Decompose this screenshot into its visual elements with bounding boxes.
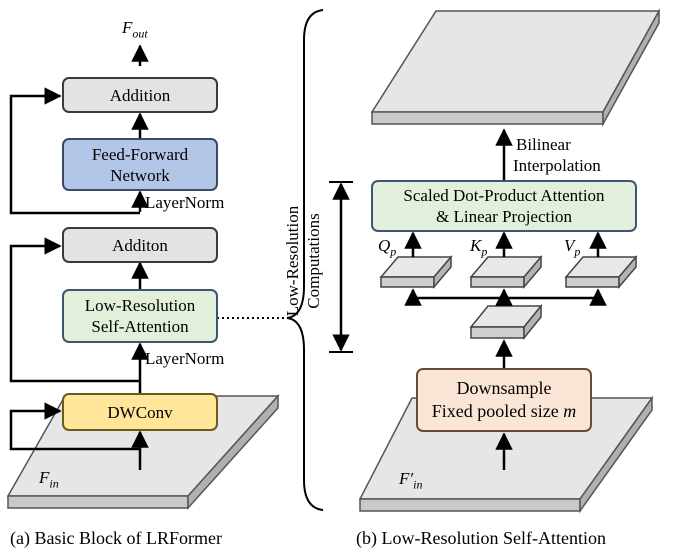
f-out-label: Fout bbox=[122, 18, 148, 41]
span-ticks bbox=[329, 181, 353, 353]
layernorm-bottom-label: LayerNorm bbox=[145, 349, 225, 368]
attention-label-line1: Scaled Dot-Product Attention bbox=[403, 186, 605, 205]
lowres-line1: Low-Resolution bbox=[283, 205, 302, 317]
lowres-line2: Computations bbox=[304, 213, 323, 309]
v-label: Vp bbox=[564, 236, 581, 259]
right-arrows bbox=[332, 128, 607, 470]
v-block bbox=[564, 254, 638, 290]
left-arrows bbox=[9, 44, 149, 470]
lrsa-box: Low-Resolution Self-Attention bbox=[62, 289, 218, 343]
addition-top-label: Addition bbox=[109, 85, 171, 105]
addition-mid-box: Additon bbox=[62, 227, 218, 263]
output-slab bbox=[370, 8, 661, 127]
f-in-label: Fin bbox=[39, 468, 59, 491]
caption-right: (b) Low-Resolution Self-Attention bbox=[356, 528, 606, 548]
addition-mid-label: Additon bbox=[112, 235, 168, 255]
ffn-box: Feed-Forward Network bbox=[62, 138, 218, 191]
layernorm-top-label: LayerNorm bbox=[145, 193, 225, 212]
attention-box: Scaled Dot-Product Attention & Linear Pr… bbox=[371, 180, 637, 232]
lrsa-label-line2: Self-Attention bbox=[91, 317, 189, 336]
attention-label-line2: & Linear Projection bbox=[436, 207, 572, 226]
dwconv-box: DWConv bbox=[62, 393, 218, 431]
q-label: Qp bbox=[378, 236, 397, 259]
downsample-label-line1: Downsample bbox=[456, 378, 552, 398]
addition-top-box: Addition bbox=[62, 77, 218, 113]
bilinear-line1: Bilinear bbox=[516, 135, 571, 154]
ffn-label-line1: Feed-Forward bbox=[91, 144, 189, 164]
curly-brace bbox=[286, 9, 324, 511]
bilinear-line2: Interpolation bbox=[513, 156, 601, 175]
k-label: Kp bbox=[470, 236, 488, 259]
pooled-block bbox=[469, 303, 543, 341]
caption-left: (a) Basic Block of LRFormer bbox=[10, 528, 222, 548]
ffn-label-line2: Network bbox=[110, 165, 170, 185]
downsample-box: Downsample Fixed pooled size m bbox=[416, 368, 592, 432]
q-block bbox=[379, 254, 453, 290]
lrsa-label-line1: Low-Resolution bbox=[84, 296, 196, 315]
f-in-prime-label: F′in bbox=[399, 469, 423, 492]
k-block bbox=[469, 254, 543, 290]
dwconv-label: DWConv bbox=[107, 402, 173, 422]
downsample-label-line2: Fixed pooled size m bbox=[431, 401, 577, 421]
bilinear-label: Bilinear Interpolation bbox=[513, 134, 601, 176]
